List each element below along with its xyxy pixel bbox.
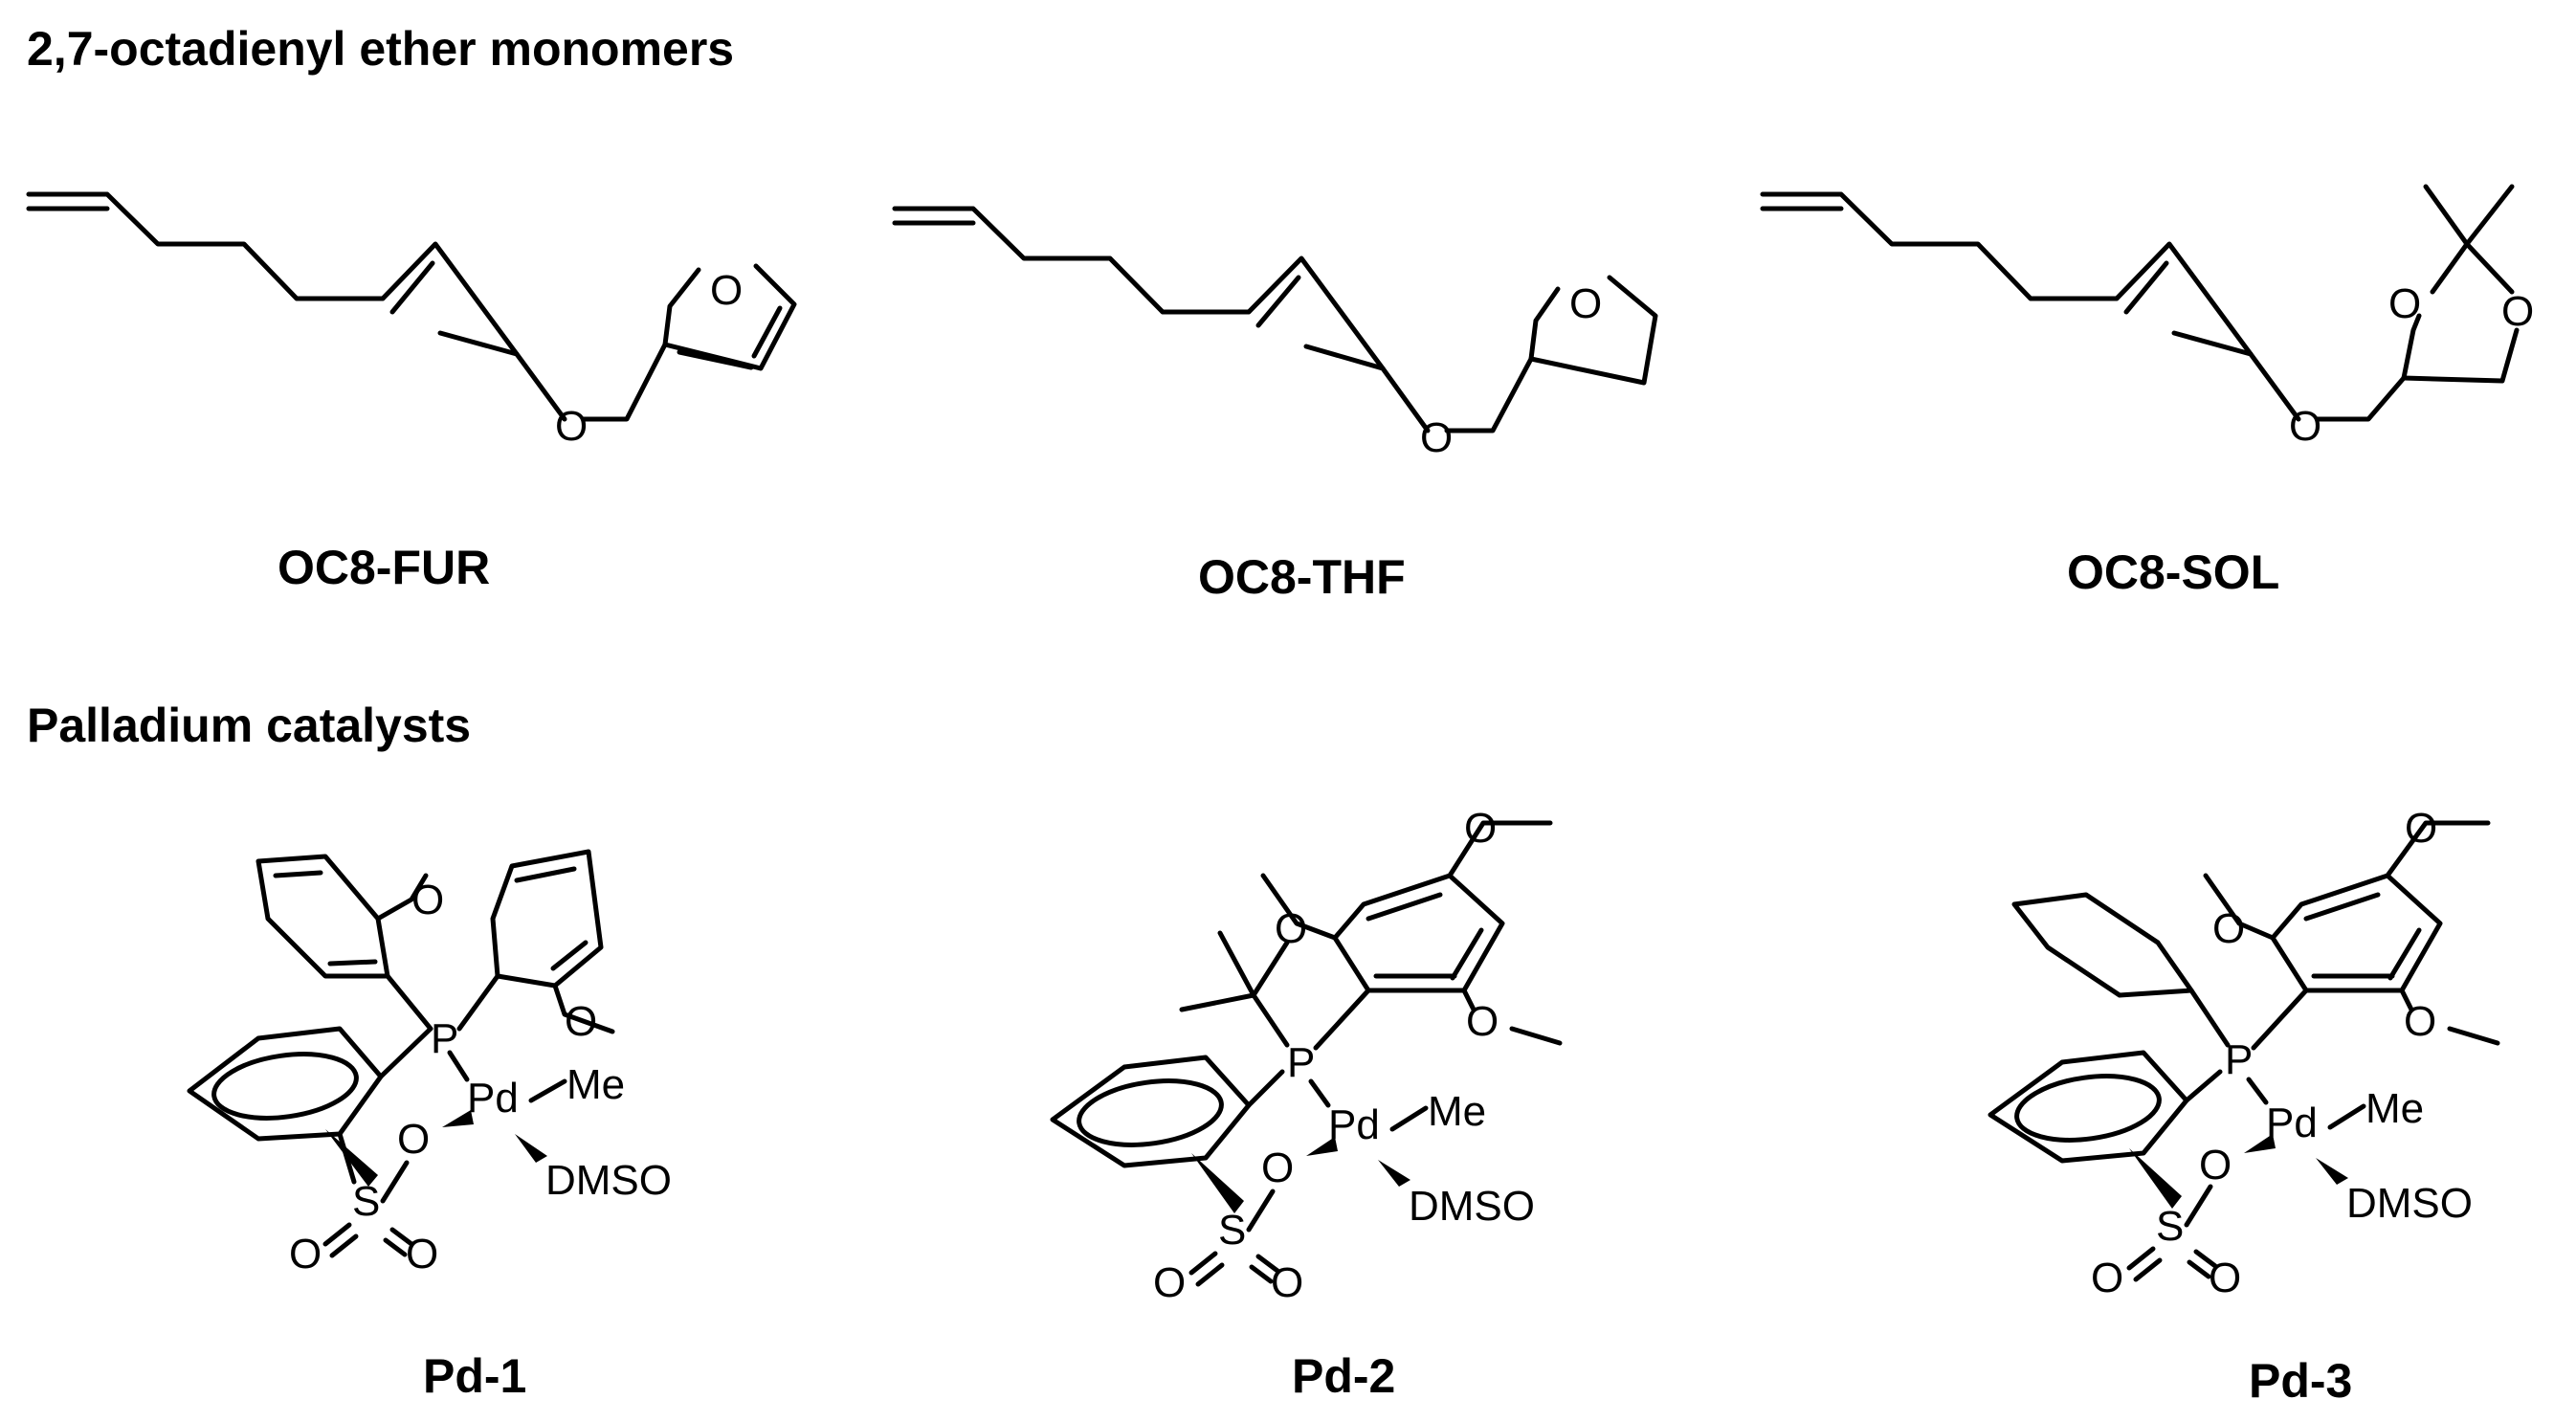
sulfonyl-oxygen-1: O xyxy=(2091,1255,2123,1301)
methyl: Me xyxy=(1428,1088,1486,1135)
p-tbu-bond xyxy=(1251,992,1290,1048)
thf-ring xyxy=(1528,275,1658,386)
dmso-ligand: DMSO xyxy=(545,1157,672,1204)
methyl: Me xyxy=(566,1061,625,1108)
p-aryl-bond xyxy=(2184,1069,2223,1103)
catalyst-pd-1: O O P Pd Me O S O O DMSO Pd-1 xyxy=(187,849,672,1403)
anisyl-ring-left xyxy=(255,854,390,979)
sulfonate-oxygen: O xyxy=(1261,1144,1294,1191)
sulfur: S xyxy=(352,1178,380,1225)
pd-me-bond xyxy=(2327,1103,2366,1130)
methoxy-left xyxy=(1260,873,1338,941)
anisyl-ring-right xyxy=(490,849,604,989)
dioxolane-oxygen-2: O xyxy=(2501,288,2534,335)
methoxy-left xyxy=(375,873,429,922)
methoxy-oxygen-left: O xyxy=(411,877,444,923)
ether-oxygen: O xyxy=(1420,414,1453,461)
trimethoxyphenyl-ring xyxy=(1332,873,1505,993)
p-aryl-bond xyxy=(1246,1069,1285,1108)
ether-bridge xyxy=(1444,356,1534,433)
ether-oxygen: O xyxy=(555,403,588,450)
methoxy-oxygen-left: O xyxy=(1275,905,1307,952)
sulfonate-aryl-ring xyxy=(1988,1050,2189,1164)
label-oc8-fur: OC8-FUR xyxy=(278,541,490,594)
methoxy-oxygen-right: O xyxy=(1466,998,1499,1045)
phosphorus: P xyxy=(431,1015,458,1062)
sulfonyl-oxygen-2: O xyxy=(1271,1259,1303,1306)
sulfonate-aryl-ring xyxy=(1050,1055,1252,1168)
phosphorus: P xyxy=(1287,1039,1315,1086)
methoxy-oxygen-para: O xyxy=(2405,805,2437,852)
label-oc8-thf: OC8-THF xyxy=(1198,550,1406,604)
dmso-ligand: DMSO xyxy=(1409,1183,1535,1230)
p-pd-bond xyxy=(2246,1077,2269,1105)
palladium: Pd xyxy=(2266,1100,2318,1146)
p-aryl-bond xyxy=(456,973,500,1032)
methoxy-para xyxy=(2385,820,2491,878)
palladium: Pd xyxy=(1328,1101,1380,1148)
methoxy-right xyxy=(1461,988,1477,1012)
monomer-oc8-thf: O O OC8-THF xyxy=(892,206,1658,604)
methoxy-oxygen-para: O xyxy=(1464,805,1497,852)
sulfur: S xyxy=(2156,1203,2184,1250)
sulfonyl-oxygen-2: O xyxy=(2209,1255,2241,1301)
furan-oxygen: O xyxy=(710,267,743,314)
p-aryl-bond-2 xyxy=(2251,988,2309,1051)
sulfur: S xyxy=(1218,1207,1246,1254)
catalyst-pd-2: O O O P Pd Me O S O O DMSO Pd-2 xyxy=(1050,805,1563,1403)
label-pd-2: Pd-2 xyxy=(1292,1349,1395,1403)
pd-me-bond xyxy=(528,1078,567,1103)
sulfonate-oxygen: O xyxy=(2199,1142,2232,1189)
methoxy-oxygen-left: O xyxy=(2212,905,2245,952)
s-o-bond xyxy=(1246,1189,1276,1233)
catalyst-pd-3: O O O P Pd Me O S O O DMSO Pd-3 xyxy=(1988,805,2500,1408)
octadienyl-chain xyxy=(26,191,567,422)
monomers-heading: 2,7-octadienyl ether monomers xyxy=(27,22,734,76)
label-pd-1: Pd-1 xyxy=(423,1349,526,1403)
dioxolane-oxygen-1: O xyxy=(2388,280,2421,327)
dmso-ligand: DMSO xyxy=(2346,1180,2473,1227)
methyl: Me xyxy=(2365,1085,2424,1132)
methoxy-right xyxy=(2399,988,2414,1012)
label-oc8-sol: OC8-SOL xyxy=(2067,545,2279,599)
furan-ring xyxy=(662,263,797,371)
sulfonate-oxygen: O xyxy=(397,1116,430,1163)
p-pd-bond xyxy=(1308,1078,1331,1108)
methoxy-left xyxy=(2203,873,2276,941)
sulfonate-aryl-ring xyxy=(187,1026,384,1142)
octadienyl-chain xyxy=(1760,191,2301,422)
octadienyl-chain xyxy=(892,206,1431,433)
palladium: Pd xyxy=(467,1075,519,1122)
methoxy-oxygen-right: O xyxy=(565,998,597,1045)
sulfonyl-oxygen-1: O xyxy=(1153,1259,1186,1306)
methoxy-right xyxy=(552,983,615,1034)
monomer-oc8-sol: O O O OC8-SOL xyxy=(1760,184,2534,599)
monomer-oc8-fur: O O OC8-FUR xyxy=(26,191,797,594)
ether-bridge xyxy=(2315,375,2407,422)
s-o-bond xyxy=(2184,1184,2213,1228)
p-aryl-bond-2 xyxy=(1313,988,1371,1051)
methoxy-oxygen-right: O xyxy=(2404,998,2436,1045)
methoxy-para xyxy=(1447,820,1553,878)
phosphorus: P xyxy=(2225,1036,2253,1083)
p-aryl-bonds xyxy=(378,973,433,1079)
p-pd-bond xyxy=(447,1050,470,1082)
ether-oxygen: O xyxy=(2289,403,2321,450)
p-cy-bond xyxy=(2188,988,2231,1048)
trimethoxyphenyl-ring xyxy=(2270,873,2443,993)
s-o-bond xyxy=(380,1160,410,1204)
label-pd-3: Pd-3 xyxy=(2249,1354,2352,1408)
cyclohexyl-ring xyxy=(2011,892,2194,998)
sulfonyl-oxygen-2: O xyxy=(406,1231,438,1278)
sulfonyl-oxygen-1: O xyxy=(289,1231,322,1278)
pd-me-bond xyxy=(1389,1105,1429,1132)
ether-bridge xyxy=(581,342,668,422)
thf-oxygen: O xyxy=(1569,280,1602,327)
catalysts-heading: Palladium catalysts xyxy=(27,699,471,752)
dioxolane-ring xyxy=(2401,184,2520,384)
